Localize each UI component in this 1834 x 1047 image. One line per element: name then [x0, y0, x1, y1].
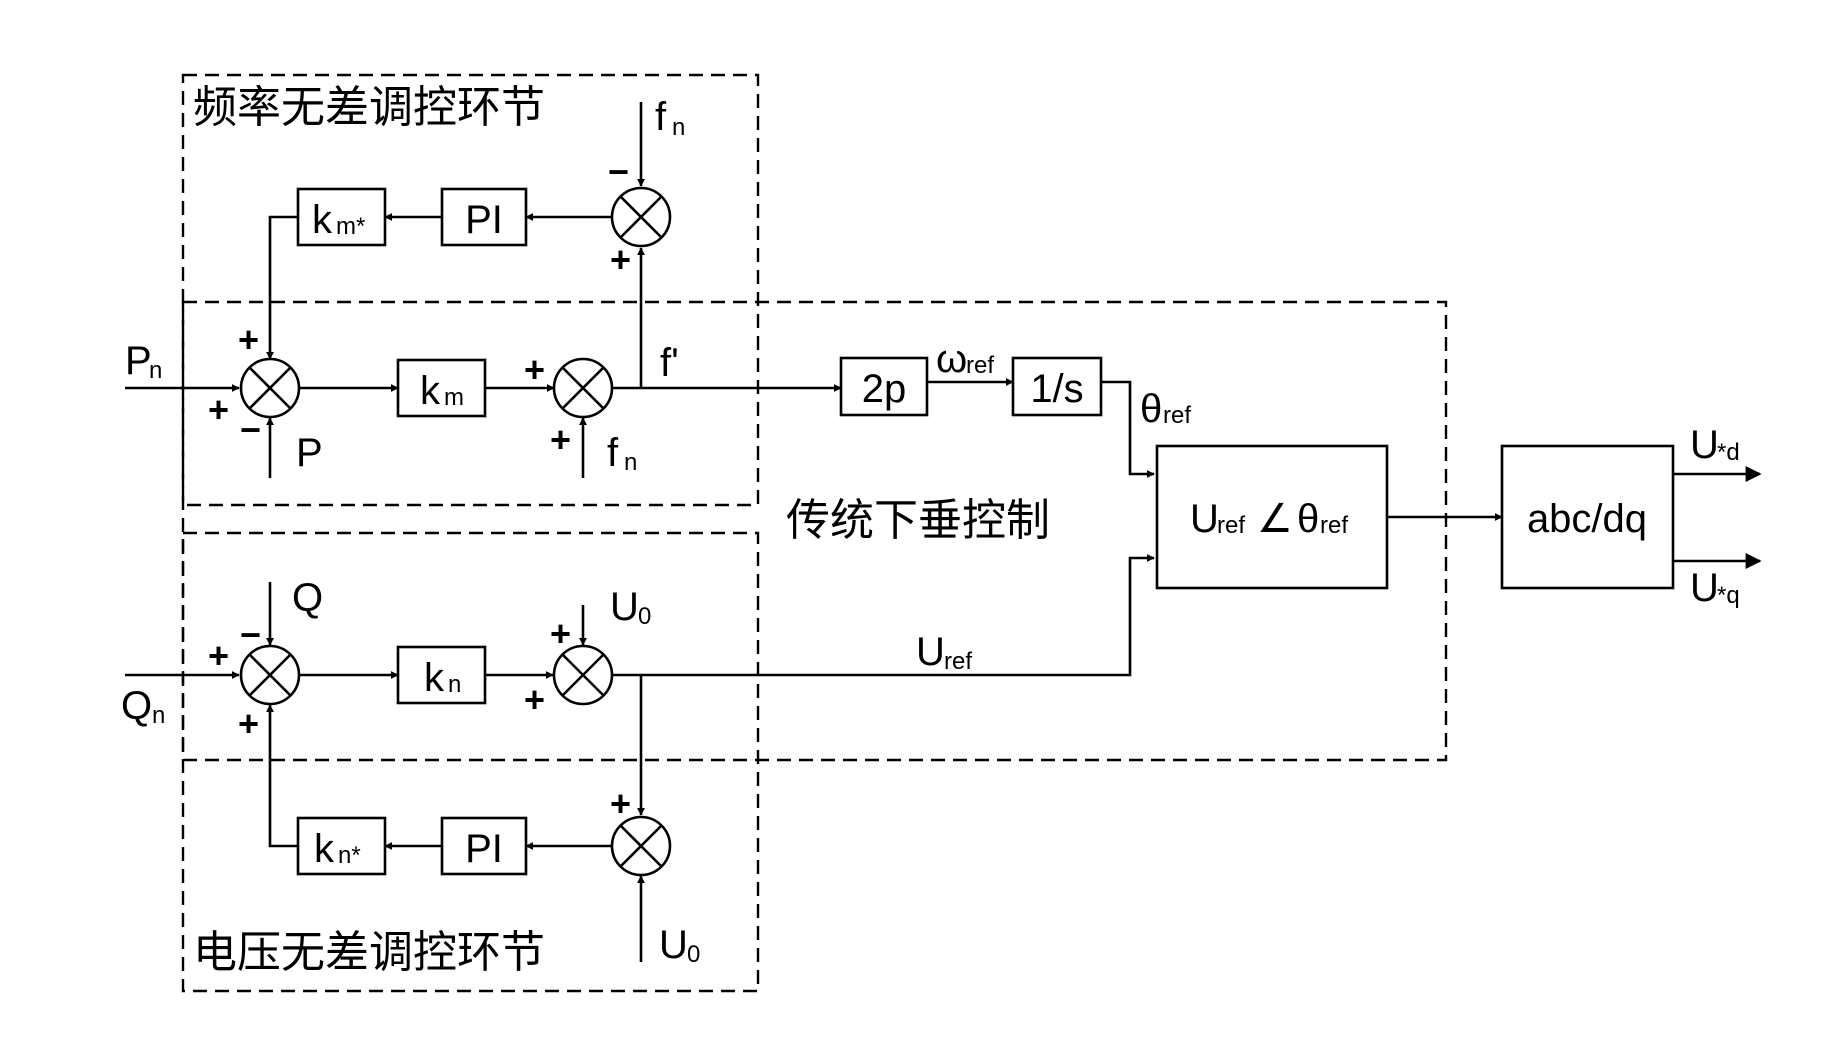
svg-text:ref: ref	[944, 648, 972, 675]
svg-text:PI: PI	[465, 827, 503, 871]
svg-text:θ: θ	[1140, 387, 1162, 431]
f-prime-label: f'	[660, 341, 679, 385]
summing-junction-frequency	[552, 357, 614, 419]
theta-ref-label: θ ref	[1140, 387, 1191, 431]
svg-text:Q: Q	[121, 684, 152, 728]
svg-text:ref: ref	[1217, 512, 1245, 539]
svg-text:PI: PI	[465, 198, 503, 242]
sign-plus: +	[550, 419, 571, 460]
svg-text:k: k	[314, 827, 335, 871]
polar-to-abc-block: U ref ∠ θ ref	[1155, 444, 1389, 590]
svg-text:*q: *q	[1717, 582, 1740, 609]
freq-loop-region	[181, 73, 760, 507]
kn-star-block: k n*	[296, 816, 387, 876]
svg-text:m*: m*	[336, 213, 365, 240]
svg-text:k: k	[420, 369, 441, 413]
u-ref-wire	[613, 554, 1155, 677]
svg-text:0: 0	[638, 603, 651, 630]
svg-text:ref: ref	[966, 352, 994, 379]
fn-top-label: f n	[655, 95, 685, 141]
svg-text:∠: ∠	[1257, 497, 1293, 541]
svg-text:n: n	[448, 671, 461, 698]
svg-text:abc/dq: abc/dq	[1527, 497, 1647, 541]
freq-loop-title: 频率无差调控环节	[193, 82, 545, 133]
droop-control-title: 传统下垂控制	[786, 495, 1050, 546]
svg-text:n: n	[672, 114, 685, 141]
summing-junction-power	[239, 357, 301, 419]
voltage-loop-title: 电压无差调控环节	[193, 927, 545, 978]
fn-mid-label: f n	[607, 431, 637, 476]
sign-plus: +	[238, 703, 259, 744]
svg-text:ref: ref	[1163, 402, 1191, 429]
u-ref-label: U ref	[916, 630, 972, 675]
pi-top-block: PI	[440, 187, 528, 247]
sign-plus: +	[610, 783, 631, 824]
u0-bottom-label: U 0	[659, 923, 700, 968]
km-star-to-sj1-wire	[266, 215, 298, 360]
kn-block: k n	[396, 645, 487, 705]
summing-junction-top	[610, 186, 672, 248]
uq-label: U *q	[1690, 566, 1740, 610]
omega-ref-label: ω ref	[936, 337, 994, 381]
summing-junction-voltage	[552, 644, 614, 706]
svg-text:n*: n*	[338, 842, 361, 869]
sign-plus: +	[208, 635, 229, 676]
p-label: P	[296, 431, 323, 475]
summing-junction-bottom	[610, 815, 672, 877]
sign-plus: +	[238, 319, 259, 360]
sign-plus: +	[208, 389, 229, 430]
abc-dq-block: abc/dq	[1500, 444, 1675, 590]
svg-text:U: U	[659, 923, 688, 967]
svg-text:U: U	[1690, 423, 1719, 467]
svg-text:U: U	[1190, 497, 1219, 541]
sign-minus: −	[240, 614, 261, 655]
svg-text:U: U	[610, 585, 639, 629]
svg-text:θ: θ	[1297, 497, 1319, 541]
svg-text:n: n	[149, 357, 162, 384]
km-star-block: k m*	[296, 187, 387, 247]
km-block: k m	[396, 358, 487, 418]
sign-plus: +	[524, 349, 545, 390]
summing-junction-reactive	[239, 644, 301, 706]
u0-mid-label: U 0	[610, 585, 651, 630]
svg-text:P: P	[125, 339, 152, 383]
svg-text:ref: ref	[1320, 512, 1348, 539]
integrator-block: 1/s	[1011, 356, 1103, 417]
ud-label: U *d	[1690, 423, 1740, 467]
svg-text:*d: *d	[1717, 439, 1740, 466]
svg-text:0: 0	[687, 941, 700, 968]
svg-text:f: f	[655, 95, 667, 139]
sign-minus: −	[240, 409, 261, 450]
svg-text:n: n	[624, 449, 637, 476]
voltage-loop-region	[181, 531, 760, 993]
svg-text:k: k	[424, 656, 445, 700]
svg-text:k: k	[312, 198, 333, 242]
sign-plus: +	[610, 239, 631, 280]
svg-text:2p: 2p	[862, 367, 907, 411]
two-p-block: 2p	[839, 356, 929, 417]
svg-text:U: U	[1690, 566, 1719, 610]
kn-star-to-sj3-wire	[266, 704, 298, 848]
pi-bottom-block: PI	[440, 816, 528, 876]
svg-text:f: f	[607, 431, 619, 475]
droop-control-region	[181, 300, 1448, 762]
sign-minus: −	[608, 151, 629, 192]
sign-plus: +	[524, 679, 545, 720]
qn-label: Q n	[121, 684, 165, 729]
q-label: Q	[292, 576, 323, 620]
sign-plus: +	[550, 613, 571, 654]
theta-ref-wire	[1101, 380, 1155, 478]
svg-text:n: n	[152, 702, 165, 729]
svg-text:U: U	[916, 630, 945, 674]
svg-text:m: m	[444, 384, 464, 411]
pn-label: P n	[125, 339, 162, 384]
svg-text:1/s: 1/s	[1030, 367, 1083, 411]
svg-text:ω: ω	[936, 337, 967, 381]
